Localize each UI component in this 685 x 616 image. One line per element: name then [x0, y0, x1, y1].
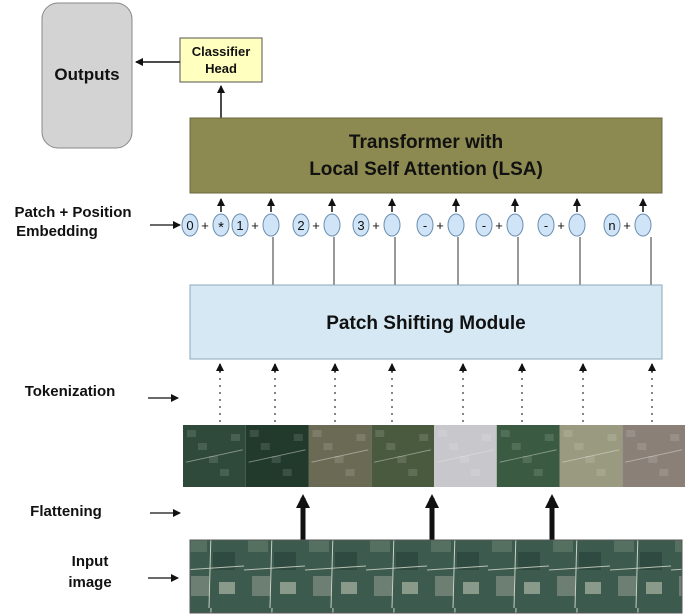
patch-tile-4 — [434, 425, 497, 487]
patch-tile-3 — [371, 425, 434, 487]
class-token-symbol: * — [218, 219, 224, 236]
position-index: - — [482, 218, 486, 233]
patch-tile-6 — [559, 425, 623, 487]
patch-embedding — [568, 213, 586, 237]
position-index: 0 — [186, 218, 193, 233]
plus-sign: + — [436, 218, 444, 233]
token-3: 3+ — [352, 198, 401, 285]
patch-shifting-label: Patch Shifting Module — [326, 313, 526, 334]
token-row: 0+*1+2+3+-+-+-+n+ — [181, 198, 652, 285]
transformer-label-line1: Transformer with — [349, 132, 503, 153]
position-index: 3 — [357, 218, 364, 233]
position-embedding — [181, 213, 199, 237]
position-index: 1 — [236, 218, 243, 233]
flattening-label: Flattening — [30, 503, 102, 520]
token-2: 2+ — [292, 198, 341, 285]
classifier-head-label-line1: Classifier — [192, 44, 251, 59]
patch-embedding — [323, 213, 341, 237]
position-embedding — [292, 213, 310, 237]
position-embedding — [416, 213, 434, 237]
patch-embedding — [506, 213, 524, 237]
classifier-head-box — [179, 37, 263, 83]
input-image — [189, 539, 683, 614]
patch-strip — [183, 425, 685, 487]
patch-tile-5 — [496, 425, 560, 487]
tokenization-label: Tokenization — [25, 383, 116, 400]
token-4: -+ — [416, 198, 465, 285]
patch-tile-1 — [245, 425, 309, 487]
position-embedding — [537, 213, 555, 237]
classifier-head-label-line2: Head — [205, 61, 237, 76]
outputs-box — [41, 2, 133, 149]
plus-sign: + — [201, 218, 209, 233]
patch-embedding — [634, 213, 652, 237]
token-7: n+ — [603, 198, 652, 285]
token-6: -+ — [537, 198, 586, 285]
plus-sign: + — [372, 218, 380, 233]
outputs-label: Outputs — [54, 65, 119, 84]
plus-sign: + — [557, 218, 565, 233]
plus-sign: + — [623, 218, 631, 233]
embedding-label-line2: Embedding — [16, 223, 98, 240]
position-embedding — [231, 213, 249, 237]
token-0: 0 + * — [181, 198, 230, 237]
patch-embedding — [447, 213, 465, 237]
plus-sign: + — [251, 218, 259, 233]
transformer-box — [189, 117, 663, 194]
position-embedding — [475, 213, 493, 237]
patch-tile-2 — [308, 425, 372, 487]
patch-embedding — [262, 213, 280, 237]
token-5: -+ — [475, 198, 524, 285]
patch-shifting-box — [189, 284, 663, 360]
patch-embedding — [383, 213, 401, 237]
embedding-label-line1: Patch + Position — [14, 204, 131, 221]
patch-tile-7 — [622, 425, 685, 487]
transformer-label-line2: Local Self Attention (LSA) — [309, 159, 543, 180]
input-label-line2: image — [68, 574, 111, 591]
position-embedding — [603, 213, 621, 237]
position-index: 2 — [297, 218, 304, 233]
token-1: 1+ — [231, 198, 280, 285]
position-index: - — [423, 218, 427, 233]
patch-tile-0 — [183, 425, 246, 487]
input-label-line1: Input — [72, 553, 109, 570]
plus-sign: + — [495, 218, 503, 233]
patch-embedding — [212, 213, 230, 237]
tokenization-connectors — [216, 363, 656, 422]
position-index: - — [544, 218, 548, 233]
position-embedding — [352, 213, 370, 237]
plus-sign: + — [312, 218, 320, 233]
position-index: n — [608, 218, 615, 233]
